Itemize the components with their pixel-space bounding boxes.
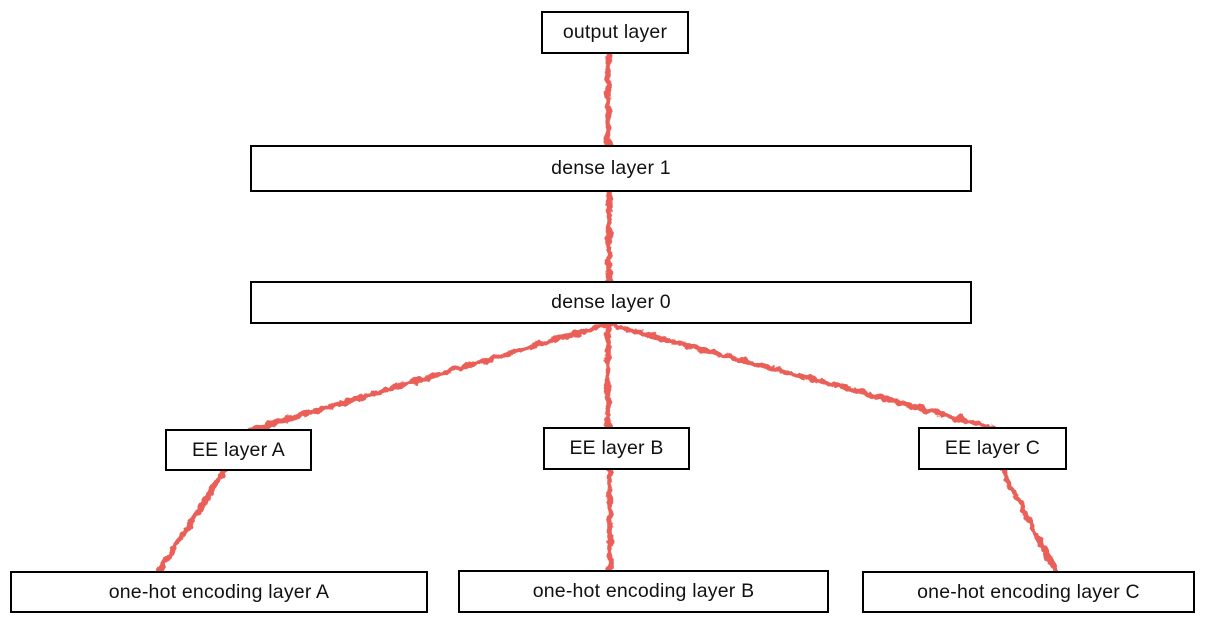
- node-ee-layer-c-label: EE layer C: [944, 437, 1041, 459]
- node-output-layer: output layer: [541, 11, 689, 54]
- node-dense-layer-1: dense layer 1: [250, 145, 972, 192]
- node-onehot-layer-b: one-hot encoding layer B: [458, 570, 829, 613]
- node-onehot-layer-c-label: one-hot encoding layer C: [917, 580, 1140, 603]
- node-onehot-layer-c: one-hot encoding layer C: [862, 571, 1195, 613]
- edge-onehotC-eeC: [999, 467, 1059, 574]
- node-dense-layer-1-label: dense layer 1: [551, 157, 671, 179]
- node-onehot-layer-a-label: one-hot encoding layer A: [108, 580, 330, 603]
- edge-onehotA-eeA: [156, 467, 228, 574]
- node-output-layer-label: output layer: [562, 21, 668, 43]
- node-ee-layer-a: EE layer A: [165, 429, 312, 471]
- node-onehot-layer-a: one-hot encoding layer A: [10, 571, 428, 613]
- node-ee-layer-a-label: EE layer A: [191, 438, 286, 461]
- edge-eeA-dense0: [248, 321, 611, 433]
- edge-eeC-dense0: [605, 321, 996, 431]
- node-ee-layer-c: EE layer C: [918, 427, 1067, 470]
- node-onehot-layer-b-label: one-hot encoding layer B: [532, 580, 755, 602]
- node-ee-layer-b-label: EE layer B: [569, 437, 664, 459]
- node-dense-layer-0-label: dense layer 0: [551, 291, 671, 313]
- node-ee-layer-b: EE layer B: [543, 427, 690, 470]
- node-dense-layer-0: dense layer 0: [250, 281, 972, 324]
